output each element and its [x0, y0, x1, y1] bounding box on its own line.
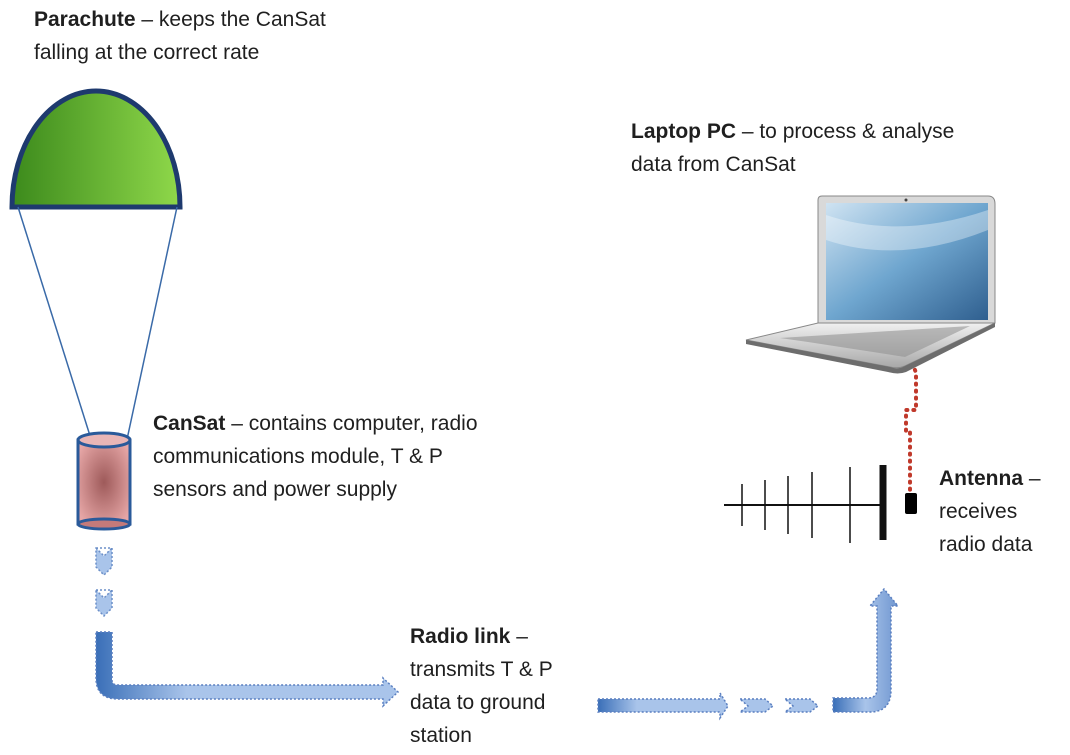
radio-arrow-left [95, 631, 400, 708]
radio-link-desc-line3: data to ground [410, 691, 546, 714]
antenna-title: Antenna [939, 467, 1023, 490]
laptop-cable [904, 348, 918, 495]
radio-link-title: Radio link [410, 625, 511, 648]
radio-link-desc-line1: – [510, 625, 528, 648]
laptop-desc-line1: – to process & analyse [736, 120, 955, 143]
radio-link-desc-line2: transmits T & P [410, 658, 553, 681]
laptop-desc-line2: data from CanSat [631, 153, 796, 176]
antenna-label: Antenna – receives radio data [939, 462, 1041, 561]
parachute-title: Parachute [34, 8, 136, 31]
downlink-chevrons [95, 547, 113, 618]
radio-arrow-right [597, 587, 900, 721]
antenna-icon [724, 465, 917, 543]
antenna-desc-line3: radio data [939, 533, 1033, 556]
cansat-can-icon [76, 431, 132, 531]
antenna-desc-line1: – [1023, 467, 1041, 490]
radio-link-desc-line4: station [410, 724, 472, 747]
radio-link-label: Radio link – transmits T & P data to gro… [410, 620, 553, 752]
laptop-label: Laptop PC – to process & analyse data fr… [631, 115, 954, 181]
laptop-icon [745, 195, 996, 374]
parachute-icon [9, 88, 183, 459]
laptop-title: Laptop PC [631, 120, 736, 143]
antenna-desc-line2: receives [939, 500, 1018, 523]
parachute-label: Parachute – keeps the CanSat falling at … [34, 3, 326, 69]
cansat-desc-line1: – contains computer, radio [225, 412, 478, 435]
parachute-desc-line1: – keeps the CanSat [135, 8, 326, 31]
parachute-desc-line2: falling at the correct rate [34, 41, 260, 64]
cansat-desc-line3: sensors and power supply [153, 478, 397, 501]
cansat-title: CanSat [153, 412, 226, 435]
cansat-label: CanSat – contains computer, radio commun… [153, 407, 478, 506]
cansat-desc-line2: communications module, T & P [153, 445, 443, 468]
